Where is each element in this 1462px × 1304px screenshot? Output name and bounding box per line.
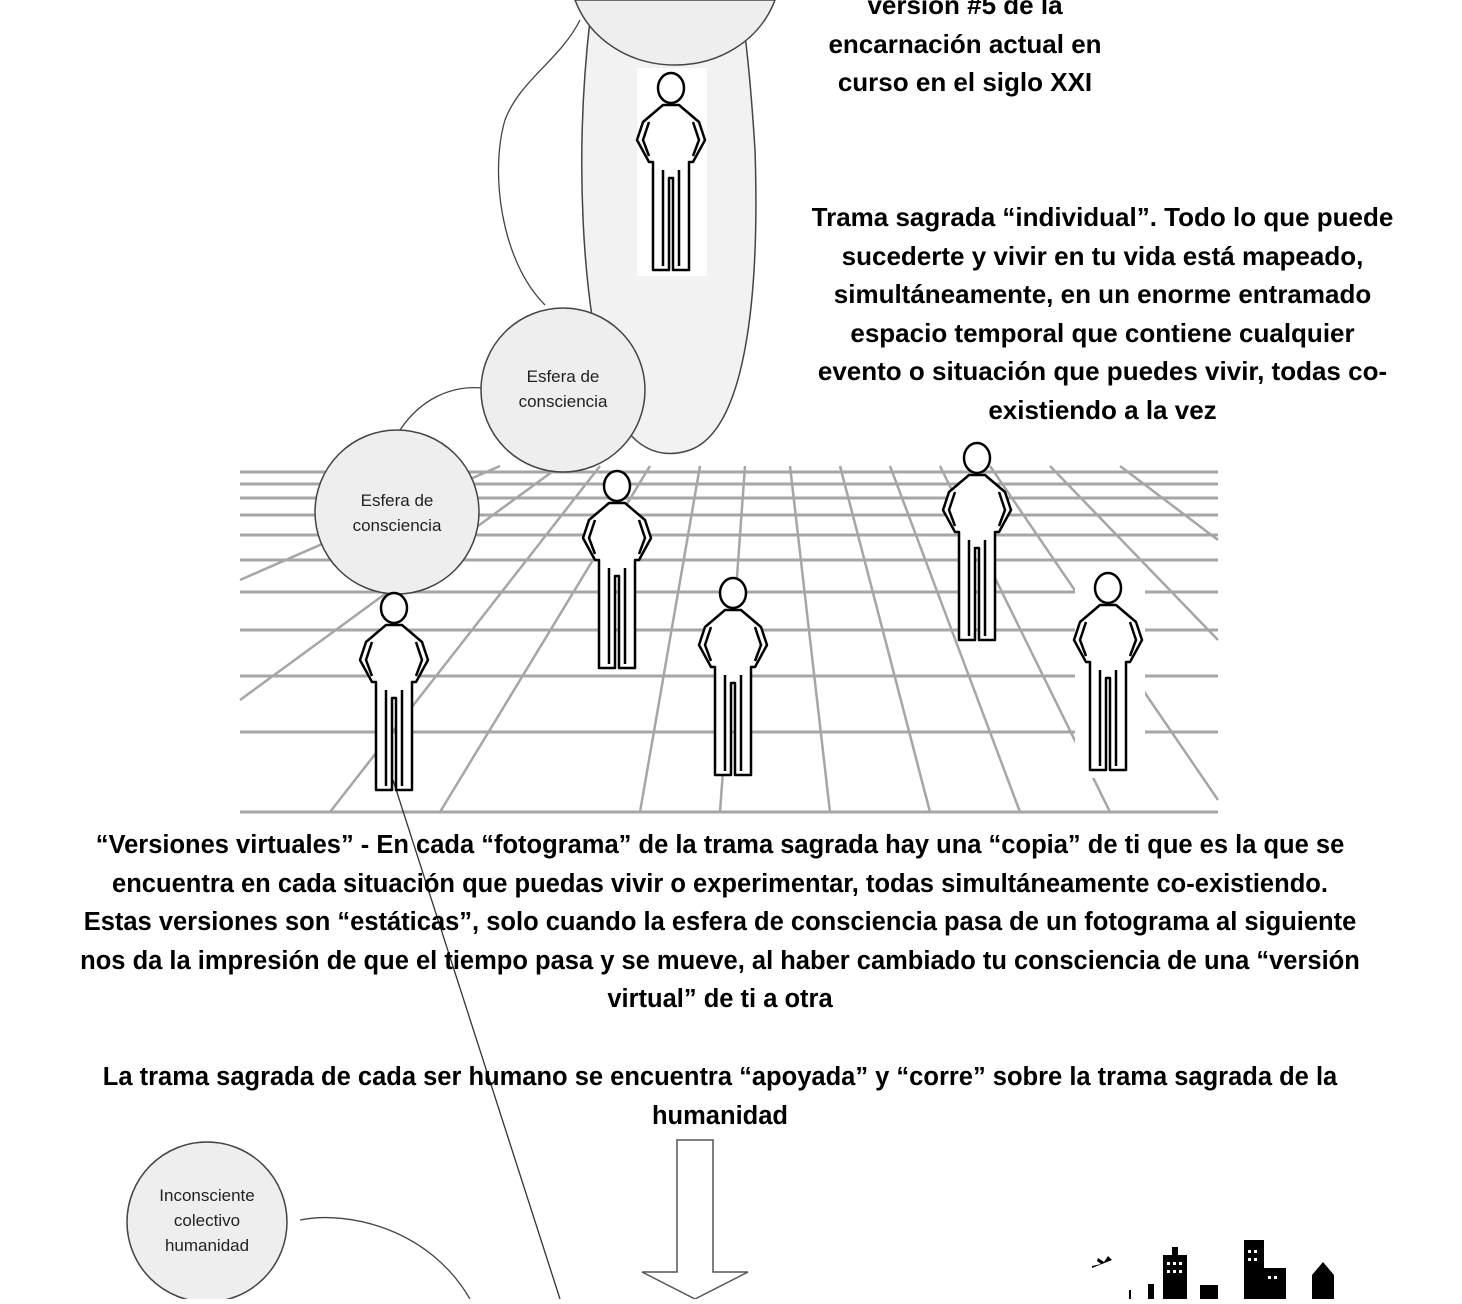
title-line-2: encarnación actual en (828, 28, 1102, 59)
title-fragment: versión #5 de la encarnación actual en c… (770, 0, 1160, 102)
airplane-icon (1092, 1256, 1112, 1268)
humanity-plot-text: La trama sagrada de cada ser humano se e… (0, 1058, 1440, 1135)
sphere-label-line: consciencia (352, 516, 442, 535)
individual-plot-line: simultáneamente, en un enorme entramado (833, 279, 1372, 309)
city-window-grid (1167, 1250, 1277, 1279)
humanity-plot-line: humanidad (651, 1101, 788, 1130)
sphere-label-line: consciencia (518, 392, 608, 411)
upper-consciousness-sphere (480, 307, 646, 473)
top-sphere (574, 0, 776, 66)
collective-sphere-label: Inconsciente colectivo humanidad (137, 1183, 277, 1258)
down-arrow-icon (641, 1139, 749, 1300)
individual-plot-text: Trama sagrada “individual”. Todo lo que … (775, 198, 1430, 429)
individual-plot-line: Trama sagrada “individual”. Todo lo que … (811, 202, 1394, 232)
individual-plot-line: existiendo a la vez (988, 394, 1217, 425)
city-skyline-icon (1148, 1240, 1334, 1299)
virtual-versions-line: encuentra en cada situación que puedas v… (112, 869, 1328, 898)
virtual-versions-text: “Versiones virtuales” - En cada “fotogra… (0, 826, 1440, 1019)
sphere-label-line: Esfera de (526, 367, 600, 386)
humanity-plot-line: La trama sagrada de cada ser humano se e… (102, 1063, 1338, 1091)
virtual-versions-line: Estas versiones son “estáticas”, solo cu… (83, 908, 1357, 936)
sphere-label-line: Esfera de (360, 491, 434, 510)
individual-plot-line: espacio temporal que contiene cualquier (850, 317, 1355, 348)
lower-sphere-label: Esfera de consciencia (337, 488, 457, 538)
individual-plot-line: sucederte y vivir en tu vida está mapead… (841, 240, 1364, 271)
individual-plot-line: evento o situación que puedes vivir, tod… (817, 356, 1388, 386)
title-line-3: curso en el siglo XXI (837, 67, 1093, 97)
virtual-versions-line: virtual” de ti a otra (607, 985, 833, 1013)
sphere-label-line: colectivo (173, 1211, 241, 1230)
virtual-versions-line: nos da la impresión de que el tiempo pas… (80, 946, 1360, 975)
upper-sphere-label: Esfera de consciencia (503, 364, 623, 414)
virtual-versions-line: “Versiones virtuales” - En cada “fotogra… (95, 831, 1345, 859)
title-line-1: versión #5 de la (867, 0, 1063, 20)
sphere-label-line: Inconsciente (159, 1186, 255, 1205)
sphere-label-line: humanidad (164, 1236, 250, 1255)
